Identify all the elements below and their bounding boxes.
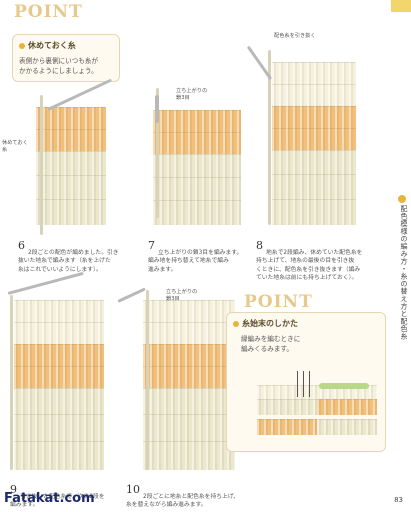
step-number: 9 [10, 483, 17, 497]
swatch-step-8 [272, 62, 356, 225]
step-number: 6 [18, 239, 25, 253]
yarn-strand [146, 290, 149, 470]
sidebar-dot-icon [398, 195, 406, 203]
point-box: 糸始末のしかた 縁編みを編むときに 編みくるみます。 [226, 312, 386, 452]
crochet-hook-icon [47, 78, 113, 111]
sidebar-text: 配色模様の編み方・糸の替え方と配色糸 [400, 205, 408, 340]
point-box: 休めておく糸 表側から裏側にいつも糸が かかるようにしましょう。 [12, 34, 120, 82]
label-switch-color: 配色糸を引き抜く [274, 33, 316, 39]
sidebar-tab [391, 0, 411, 12]
swatch-step-10 [143, 300, 235, 470]
arrow-icon [309, 371, 310, 397]
yarn-strand [268, 50, 271, 225]
label-chain3: 立ち上がりの 鎖3目 [166, 289, 198, 302]
step-caption: 8 地糸で2段編み、休めていた配色糸を 持ち上げて、地糸の最後の目を引き抜 くと… [256, 232, 380, 282]
arrow-icon [303, 371, 304, 397]
bullet-icon [233, 320, 239, 327]
point-body: 表側から裏側にいつも糸が かかるようにしましょう。 [19, 57, 99, 76]
step-text: 2段ごとに地糸と配色糸を持ち上げ、 糸を替えながら編み進みます。 [126, 493, 240, 509]
step-text: 立ち上がりの鎖3目を編みます。 編み地を持ち替えて地糸で編み 進みます。 [148, 249, 243, 273]
step-number: 7 [148, 239, 155, 253]
label-chain3: 立ち上がりの 鎖3目 [176, 88, 208, 101]
watermark: Fatakat.com [4, 491, 95, 506]
yarn-strand [40, 95, 43, 235]
swatch-step-6 [36, 107, 106, 225]
step-caption: 10 2段ごとに地糸と配色糸を持ち上げ、 糸を替えながら編み進みます。 [126, 476, 248, 510]
crochet-hook-icon [155, 95, 159, 123]
step-caption: 7 立ち上がりの鎖3目を編みます。 編み地を持ち替えて地糸で編み 進みます。 [148, 232, 248, 274]
point-heading: 糸始末のしかた [242, 319, 298, 328]
edging-swatch [257, 385, 377, 445]
arrow-icon [297, 371, 298, 397]
step-caption: 6 2段ごとの配色が編めました。引き 抜いた地糸で編みます（糸を上げた 糸はこれ… [18, 232, 130, 274]
point-title: POINT [244, 292, 313, 312]
label-rest-yarn: 休めておく 糸 [2, 140, 28, 153]
yarn-strand [156, 88, 159, 218]
page-number: 83 [394, 496, 403, 504]
crochet-hook-icon [117, 287, 146, 303]
crochet-hook-icon [7, 271, 84, 295]
step-caption: 9 引き抜いた配色糸で、次の2段を 編みます。 [10, 476, 130, 510]
step-text: 地糸で2段編み、休めていた配色糸を 持ち上げて、地糸の最後の目を引き抜 くときに… [256, 249, 363, 281]
swatch-step-9 [14, 300, 104, 470]
point-title: POINT [14, 2, 83, 22]
step-number: 8 [256, 239, 263, 253]
step-text: 引き抜いた配色糸で、次の2段を 編みます。 [10, 493, 105, 509]
point-body: 縁編みを編むときに 編みくるみます。 [241, 335, 301, 354]
point-heading: 休めておく糸 [28, 41, 76, 50]
sidebar: 配色模様の編み方・糸の替え方と配色糸 [391, 0, 411, 512]
bullet-icon [19, 42, 25, 49]
step-text: 2段ごとの配色が編めました。引き 抜いた地糸で編みます（糸を上げた 糸はこれでい… [18, 249, 119, 273]
swatch-step-7 [153, 110, 241, 225]
step-number: 10 [126, 483, 140, 497]
edging-green-strip [319, 383, 369, 389]
yarn-strand [10, 295, 13, 470]
